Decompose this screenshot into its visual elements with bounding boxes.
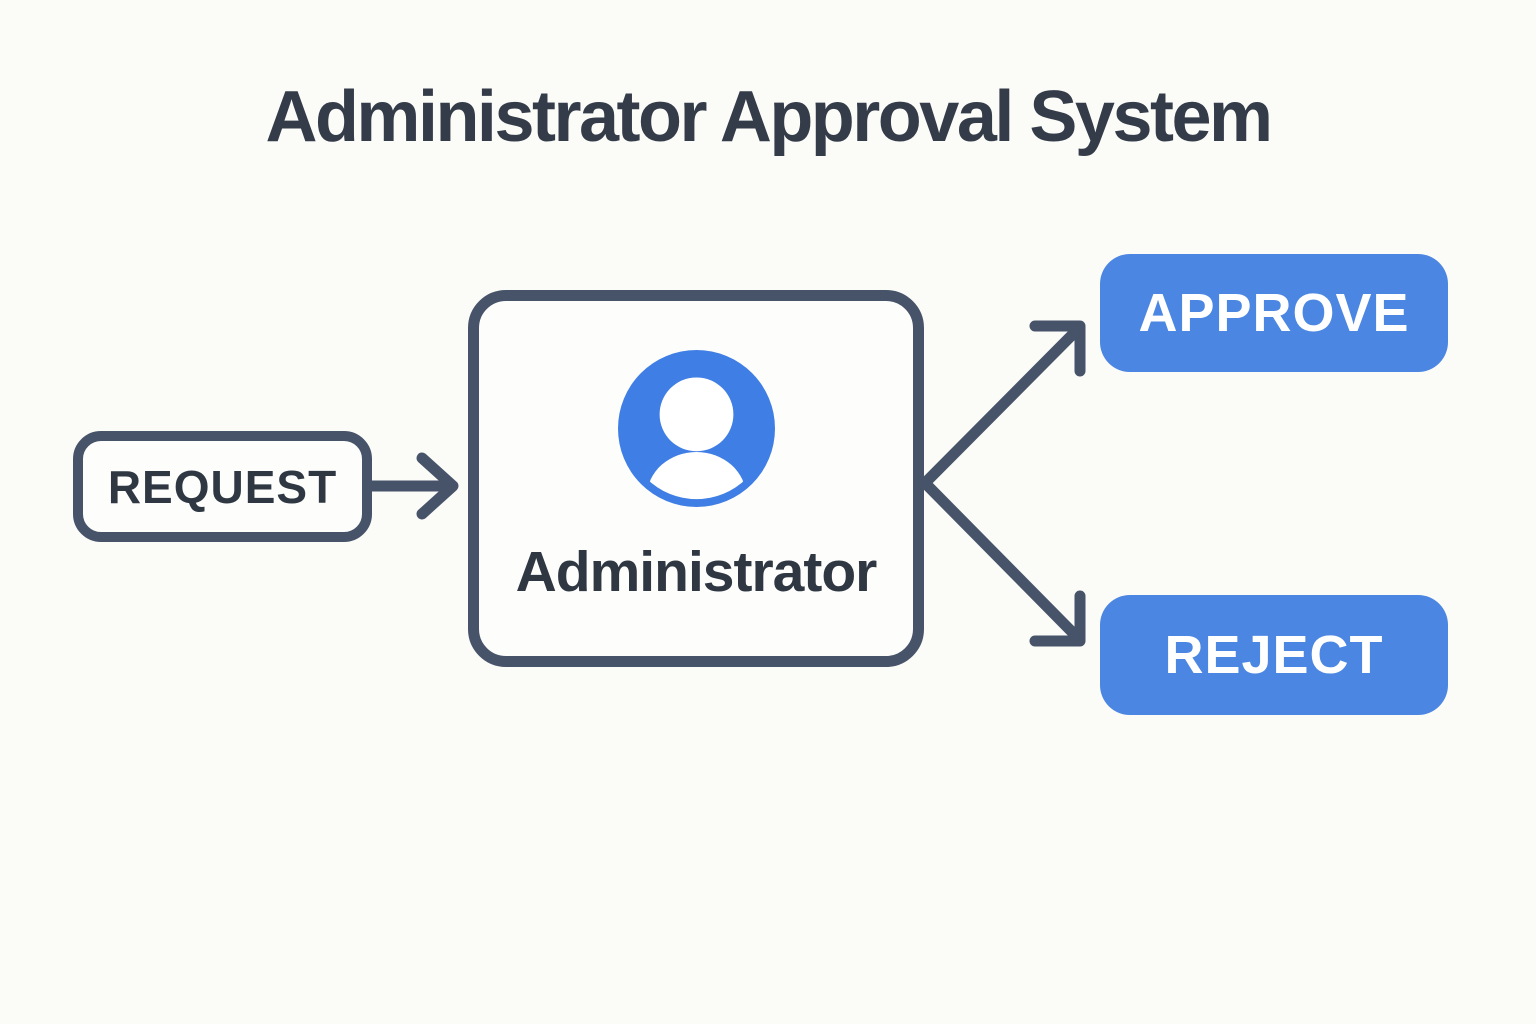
reject-button-label: REJECT: [1164, 625, 1384, 685]
reject-button[interactable]: REJECT: [1100, 595, 1448, 715]
user-avatar-icon: [617, 350, 775, 507]
arrow-request-to-administrator: [366, 452, 459, 520]
arrow-administrator-to-approve: [919, 320, 1086, 489]
approve-button-label: APPROVE: [1138, 283, 1410, 343]
approve-button[interactable]: APPROVE: [1100, 254, 1448, 372]
diagram-title: Administrator Approval System: [265, 77, 1273, 157]
node-administrator: Administrator: [468, 290, 924, 667]
request-label: REQUEST: [107, 460, 338, 513]
arrow-administrator-to-reject: [919, 477, 1086, 647]
administrator-label: Administrator: [515, 540, 878, 604]
node-request: REQUEST: [73, 431, 372, 542]
